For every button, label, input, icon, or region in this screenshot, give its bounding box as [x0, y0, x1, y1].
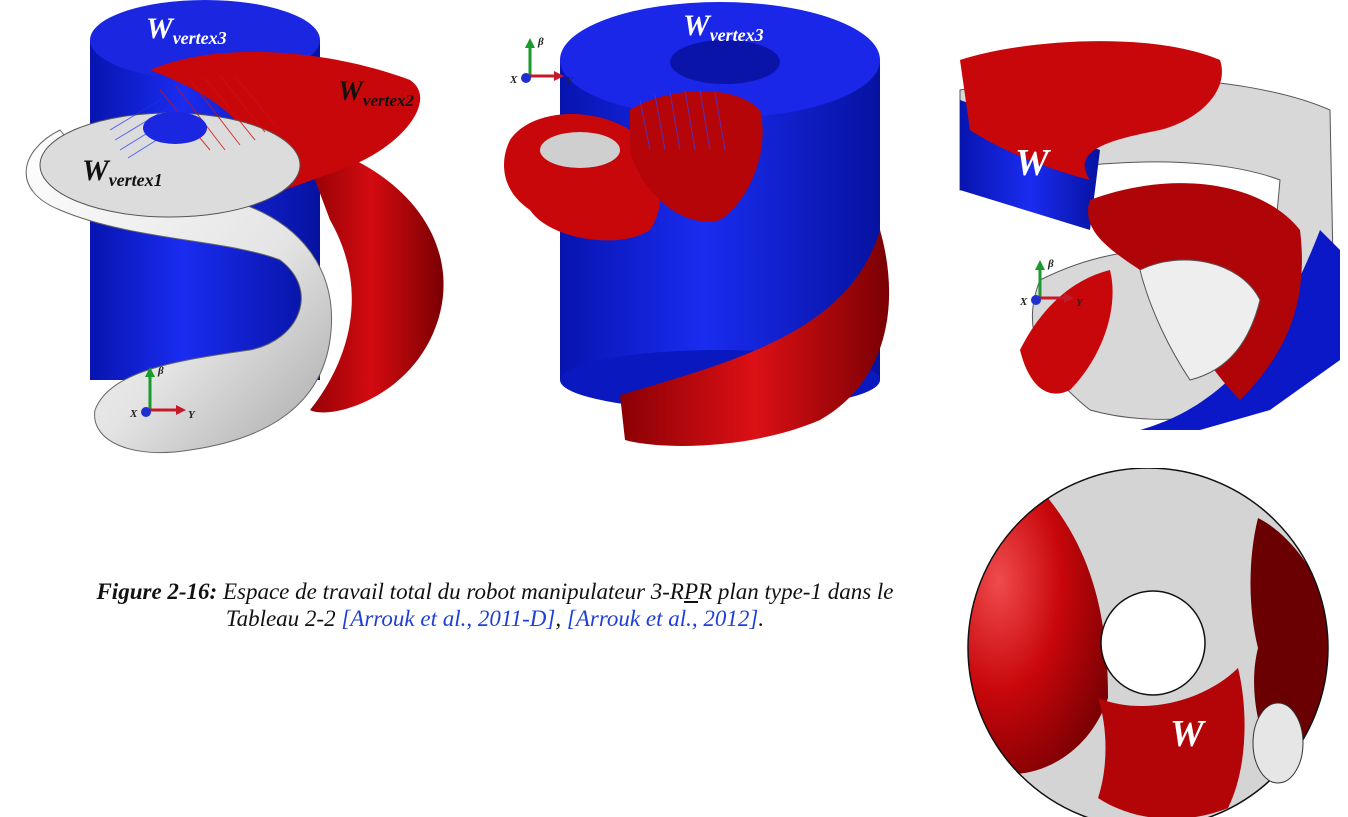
label-vertex2-main: W: [338, 76, 365, 107]
axis-y-label: Y: [566, 75, 574, 87]
citation-link-2[interactable]: [Arrouk et al., 2012]: [566, 606, 759, 631]
label-vertex1-sub: vertex1: [109, 170, 163, 190]
axis-triad: β X Y: [509, 36, 574, 87]
label-vertex3-sub: vertex3: [173, 28, 227, 48]
svg-text:Wvertex2: Wvertex2: [338, 76, 414, 110]
figure-label: Figure 2-16:: [96, 579, 218, 604]
axis-beta-label: β: [1047, 258, 1054, 270]
hole: [143, 112, 207, 144]
disc-center-hole: [1100, 590, 1206, 696]
caption-end: .: [758, 606, 765, 631]
white-inner-patch: [1139, 259, 1261, 381]
top-view-disc-figure: W: [967, 468, 1329, 817]
caption-underlined: P: [683, 579, 699, 604]
label-vertex1-main: W: [82, 154, 111, 187]
label-w: W: [1015, 142, 1052, 184]
red-helix-lower: [620, 230, 890, 446]
label-vertex3-main: W: [683, 9, 712, 42]
axis-x-label: X: [509, 74, 518, 86]
disc-side-hole: [1252, 702, 1304, 784]
citation-link-1[interactable]: [Arrouk et al., 2011-D]: [341, 606, 556, 631]
vertex-workspace-figure: Wvertex3 Wvertex2 Wvertex1 β X Y: [25, 0, 444, 454]
cylinder-workspace-figure: Wvertex3 β X Y: [504, 2, 890, 446]
axis-x-label: X: [129, 408, 138, 420]
svg-text:Wvertex1: Wvertex1: [82, 154, 163, 190]
caption-text-before: Espace de travail total du robot manipul…: [217, 579, 684, 604]
blue-band-right: [1140, 230, 1340, 430]
axis-beta-label: β: [157, 365, 164, 377]
axis-beta-label: β: [537, 36, 544, 48]
red-region-left: [968, 498, 1108, 775]
red-inner-patch: [630, 91, 763, 222]
red-region-center: [1098, 668, 1245, 817]
label-w: W: [1170, 713, 1207, 755]
disc-outline: [967, 468, 1329, 817]
axis-y-label: Y: [1076, 297, 1084, 309]
red-helix-surface: [300, 140, 444, 413]
red-top-cap: [960, 41, 1222, 180]
label-vertex2-sub: vertex2: [363, 91, 414, 110]
red-hatch-lines: [639, 89, 726, 151]
axis-triad: β X Y: [1019, 258, 1084, 309]
axis-triad: β X Y: [129, 365, 196, 421]
red-ring-hole: [540, 132, 620, 168]
cylinder-hole: [670, 40, 780, 84]
red-flap-lower: [1020, 270, 1113, 394]
total-workspace-figure: W β X Y: [959, 41, 1340, 430]
svg-text:Wvertex3: Wvertex3: [683, 9, 764, 45]
axis-x-label: X: [1019, 296, 1028, 308]
caption-sep: ,: [555, 606, 567, 631]
axis-y-label: Y: [188, 409, 196, 421]
label-vertex3-sub: vertex3: [710, 25, 764, 45]
caption-text-after: R plan type-1 dans le Tableau 2-2: [225, 579, 894, 631]
label-vertex3-main: W: [146, 12, 175, 45]
figure-caption: Figure 2-16: Espace de travail total du …: [80, 578, 910, 632]
svg-text:Wvertex3: Wvertex3: [146, 12, 227, 48]
white-helix-surface: [25, 129, 332, 454]
